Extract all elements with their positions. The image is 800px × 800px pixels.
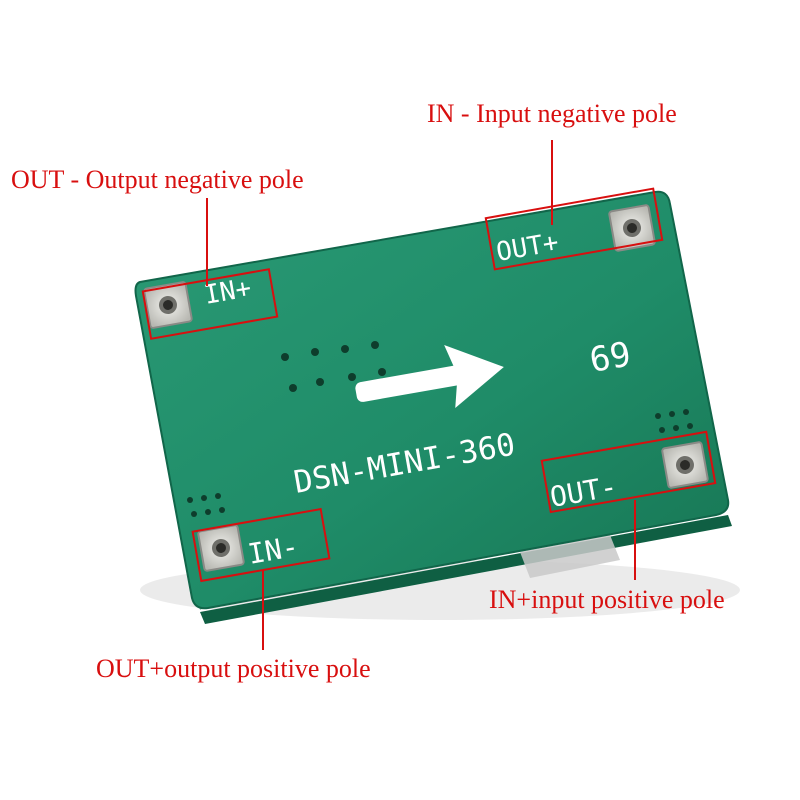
right-arrow-icon: [355, 345, 504, 409]
pad-bottom-right: [661, 441, 709, 489]
callout-in-positive: IN+input positive pole: [489, 585, 725, 614]
pad-top-right: [608, 204, 656, 252]
pad-top-left: [143, 281, 193, 329]
under-component: [520, 535, 620, 578]
pcb-board: [134, 190, 730, 610]
leader-lines: [206, 140, 636, 650]
callout-in-negative: IN - Input negative pole: [427, 99, 677, 128]
callout-out-positive: OUT+output positive pole: [96, 654, 371, 683]
callout-out-negative: OUT - Output negative pole: [11, 165, 304, 194]
highlight-boxes: [141, 187, 717, 583]
board-number: 69: [587, 334, 634, 381]
pad-bottom-left: [197, 524, 245, 572]
via-holes: [187, 341, 693, 517]
